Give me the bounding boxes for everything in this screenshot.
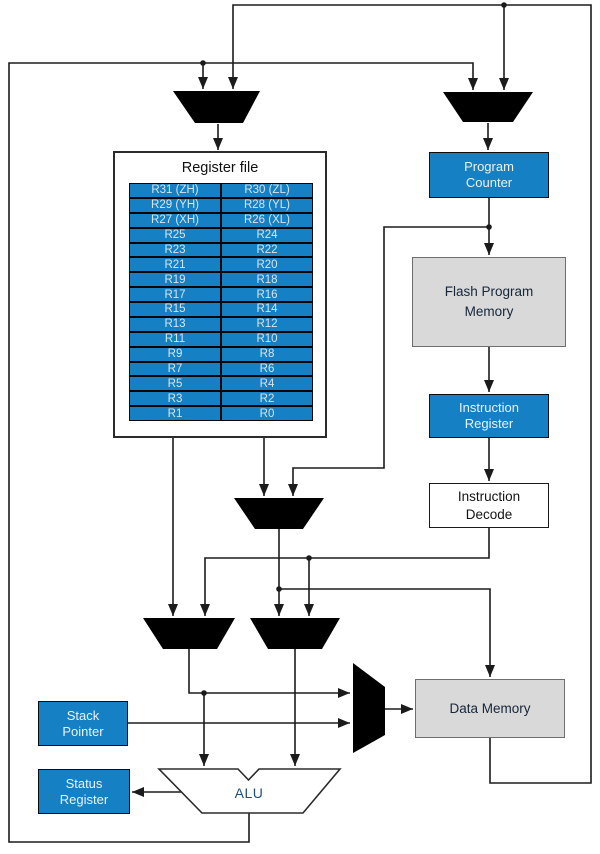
instruction-register-label-line1: Instruction [459,400,519,416]
instruction-register-label-line2: Register [464,416,514,431]
mux-data-memory-address-icon [353,663,385,753]
register-cell-r16: R16 [221,287,313,302]
register-cell-r9: R9 [129,346,221,362]
wire-alu-feedback [8,62,478,843]
stack-pointer-label-line1: Stack [66,707,100,723]
register-cell-r18: R18 [221,272,313,288]
register-cell-r22: R22 [221,242,313,258]
register-cell-r15: R15 [129,302,221,317]
alu-shape [157,768,342,814]
register-cell-r7: R7 [129,361,221,377]
junction-dot [306,555,312,561]
stack-pointer-label-line2: Pointer [62,723,104,739]
mux-alu-source-a-icon [143,618,235,649]
data-memory-label: Data Memory [449,700,531,716]
mux-alu-source-b-icon [250,618,340,649]
mux-pc-source-select-icon [443,92,533,122]
flash-program-memory-block: Flash Program Memory [412,257,566,347]
register-cell-r13: R13 [129,316,221,332]
register-cell-r28: R28 (YL) [221,197,313,213]
register-cell-r20: R20 [221,257,313,273]
program-counter-label-line1: Program [464,159,514,175]
register-cell-r5: R5 [129,376,221,392]
register-cell-r8: R8 [221,346,313,362]
register-cell-r25: R25 [129,227,221,243]
instruction-decode-label-line2: Decode [465,506,513,522]
instruction-decode-block: Instruction Decode [429,483,549,528]
wire-datamemory-feedback [228,4,592,784]
register-cell-r21: R21 [129,257,221,273]
program-counter-block: Program Counter [429,152,549,198]
junction-dot [501,2,507,8]
mux-register-write-data-icon [234,498,324,529]
register-cell-r0: R0 [221,406,313,421]
wire-decode-to-muxa [200,528,490,616]
register-cell-r4: R4 [221,376,313,392]
data-memory-block: Data Memory [415,679,565,738]
junction-dot [201,690,207,696]
register-cell-r11: R11 [129,331,221,347]
junction-dot [200,60,206,66]
status-register-label-line2: Register [59,791,109,807]
junction-dot [486,224,492,230]
register-cell-r3: R3 [129,391,221,407]
register-cell-r12: R12 [221,316,313,332]
register-cell-r23: R23 [129,242,221,258]
alu-label: ALU [234,785,264,801]
register-cell-r27: R27 (XH) [129,212,221,228]
program-counter-label-line2: Counter [465,175,513,190]
register-cell-r26: R26 (XL) [221,212,313,228]
multiplexers [143,91,533,753]
wire-muxa-to-dmmux [188,649,350,698]
wire-pc-branch-to-regwritemux [288,226,489,496]
flash-label-line2: Memory [464,304,514,319]
register-cell-r10: R10 [221,331,313,347]
register-cell-r17: R17 [129,287,221,302]
register-cell-r2: R2 [221,391,313,407]
wires [8,4,592,843]
register-file-title: Register file [181,160,259,176]
register-cell-r14: R14 [221,302,313,317]
status-register-label-line1: Status [65,775,103,791]
register-cell-r6: R6 [221,361,313,377]
wire-regwritemux-to-datamemory [279,588,495,677]
register-table: R31 (ZH) R30 (ZL) R29 (YH) R28 (YL) R27 … [129,183,313,421]
instruction-register-block: Instruction Register [429,394,549,438]
mux-register-input-select-icon [173,91,260,123]
register-cell-r31: R31 (ZH) [129,183,221,198]
stack-pointer-block: Stack Pointer [38,701,128,746]
register-cell-r19: R19 [129,272,221,288]
register-cell-r30: R30 (ZL) [221,183,313,198]
register-cell-r24: R24 [221,227,313,243]
junction-dot [276,586,282,592]
wire-junction-dots [200,2,507,696]
register-cell-r1: R1 [129,406,221,421]
instruction-decode-label-line1: Instruction [457,488,521,504]
status-register-block: Status Register [38,769,130,814]
register-cell-r29: R29 (YH) [129,197,221,213]
flash-label-line1: Flash Program [444,284,534,300]
register-file-block: Register file R31 (ZH) R30 (ZL) R29 (YH)… [113,151,327,438]
